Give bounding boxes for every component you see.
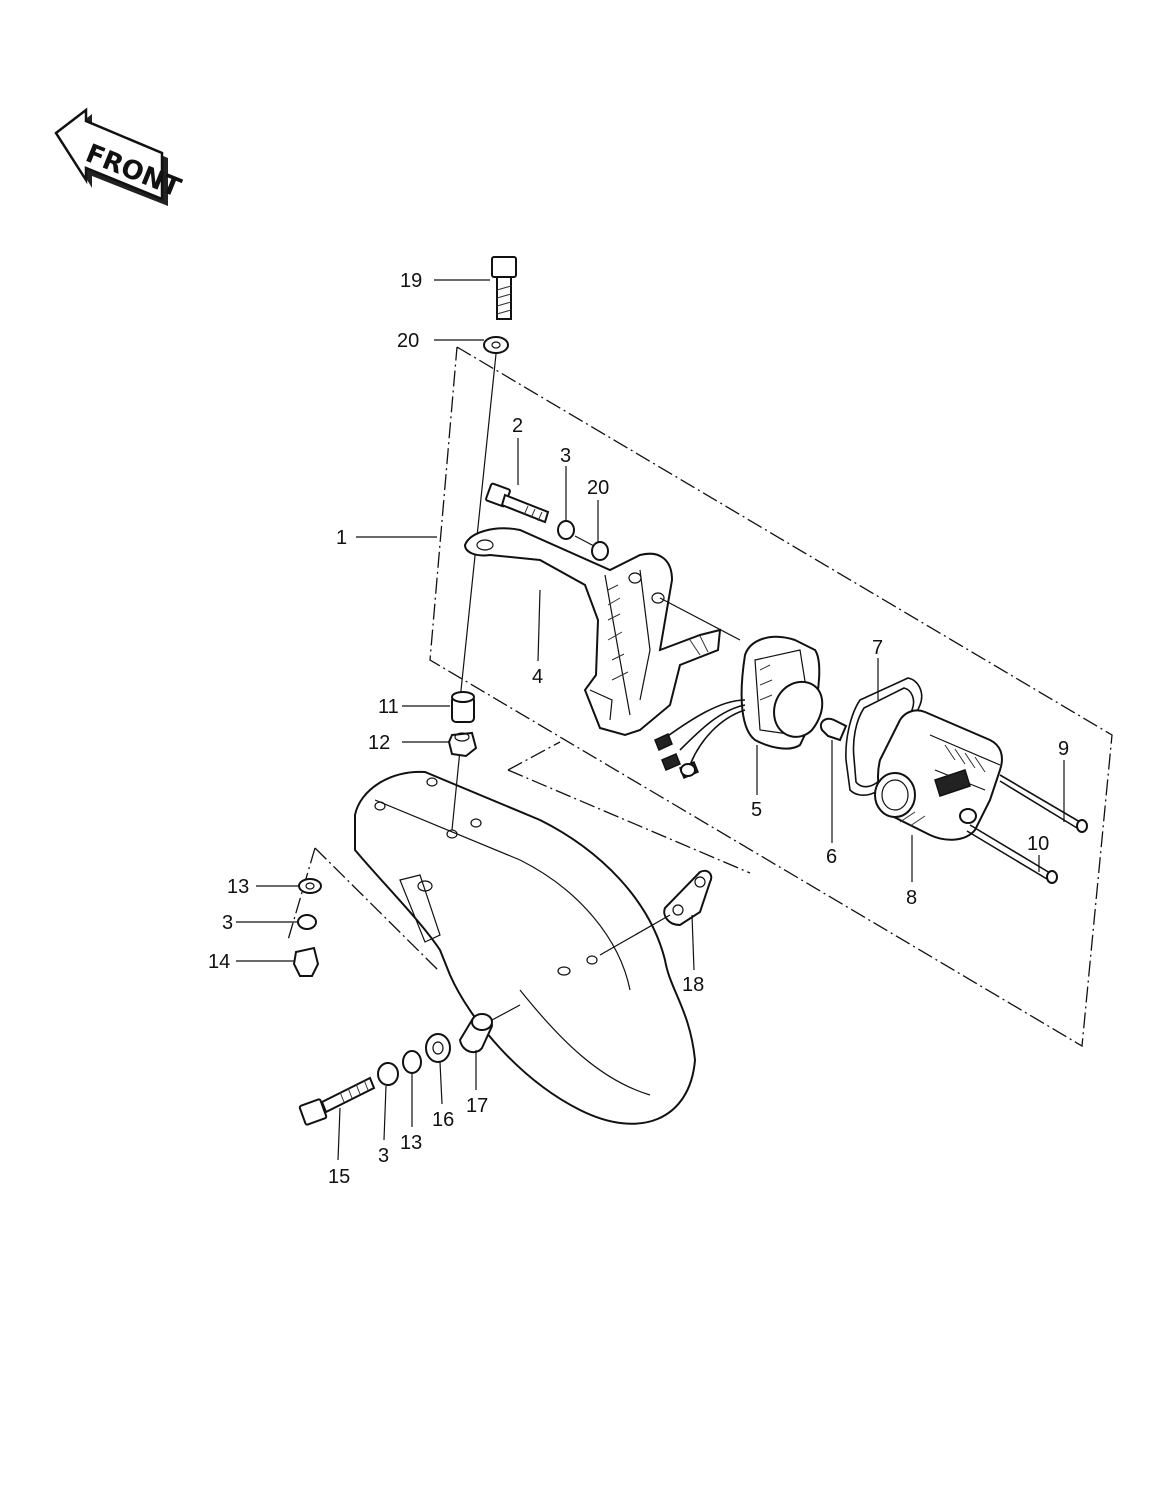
lock-washer-2 <box>297 914 317 930</box>
taillight-lens <box>874 709 1003 841</box>
washer-2 <box>402 1050 422 1074</box>
callout-9: 9 <box>1058 738 1069 760</box>
callout-18: 18 <box>682 974 704 996</box>
callout-20-top: 20 <box>397 330 419 352</box>
axis-line-bracket <box>574 535 595 547</box>
callout-8: 8 <box>906 887 917 909</box>
collar-rubber <box>458 1013 494 1054</box>
axis-line-lower <box>451 749 461 831</box>
assembly-boundary <box>287 346 1113 1048</box>
callout-13-left: 13 <box>227 876 249 898</box>
callout-13-bottom: 13 <box>400 1132 422 1154</box>
callout-19: 19 <box>400 270 422 292</box>
bolt <box>485 482 550 524</box>
spacer <box>425 1033 451 1063</box>
screw <box>999 774 1088 833</box>
lens-holder <box>654 635 824 779</box>
lock-washer-3 <box>377 1062 399 1086</box>
bracket <box>463 527 722 737</box>
screw-long <box>966 824 1058 884</box>
bulb <box>820 717 848 742</box>
leader-lines <box>236 279 1065 1161</box>
callout-5: 5 <box>751 799 762 821</box>
callout-3-left: 3 <box>222 912 233 934</box>
callout-15: 15 <box>328 1166 350 1188</box>
callout-3-top: 3 <box>560 445 571 467</box>
flat-washer-2 <box>591 541 609 561</box>
callout-10: 10 <box>1027 833 1049 855</box>
callout-2: 2 <box>512 415 523 437</box>
license-bracket <box>599 869 713 956</box>
callout-6: 6 <box>826 846 837 868</box>
callout-labels: 19 20 2 3 20 1 4 7 5 6 8 9 10 11 12 13 3… <box>208 270 1069 1188</box>
gasket <box>845 677 923 796</box>
callout-11: 11 <box>378 696 399 718</box>
axis-line-lens <box>659 597 741 641</box>
callout-1: 1 <box>336 527 347 549</box>
axis-line-bolt <box>459 353 497 701</box>
rear-fender <box>354 770 697 1125</box>
callout-12: 12 <box>368 732 390 754</box>
washer <box>298 878 322 894</box>
hex-bolt <box>491 256 517 320</box>
front-arrow: FRONT <box>54 107 185 206</box>
callout-14: 14 <box>208 951 230 973</box>
collar <box>451 691 475 723</box>
flat-washer <box>483 336 509 354</box>
callout-16: 16 <box>432 1109 454 1131</box>
callout-7: 7 <box>872 637 883 659</box>
lock-washer <box>557 520 575 540</box>
callout-3-bottom: 3 <box>378 1145 389 1167</box>
socket-bolt <box>298 1076 376 1126</box>
callout-4: 4 <box>532 666 543 688</box>
nut <box>447 731 478 758</box>
callout-20-mid: 20 <box>587 477 609 499</box>
callout-17: 17 <box>466 1095 488 1117</box>
axis-line-fender-bolt <box>491 1004 521 1021</box>
acorn-nut <box>292 946 320 977</box>
